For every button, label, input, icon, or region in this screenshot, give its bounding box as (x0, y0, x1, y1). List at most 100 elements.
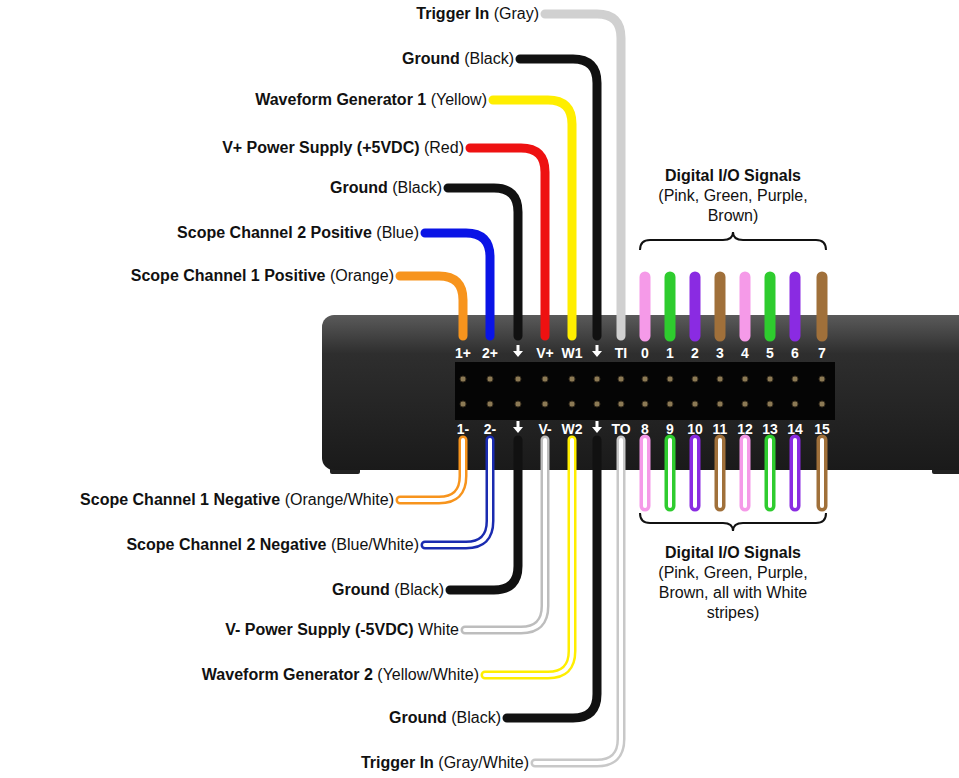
pin-hole (717, 376, 723, 382)
pin-hole (792, 401, 798, 407)
signal-name: Scope Channel 1 Positive (131, 267, 326, 284)
digital-wire (740, 440, 751, 506)
pin-label: 12 (730, 421, 760, 437)
pin-header (455, 362, 835, 420)
signal-name: Trigger In (361, 754, 434, 771)
pin-hole (569, 401, 575, 407)
wire-stripe (400, 440, 463, 500)
wire-label: Ground(Black) (330, 178, 442, 198)
wire-stripe (425, 440, 490, 545)
digital-wire (715, 277, 726, 336)
digital-io-caption: Digital I/O Signals(Pink, Green, Purple,… (638, 543, 828, 623)
digital-wire (740, 277, 751, 336)
wire (535, 440, 621, 763)
signal-name: V- Power Supply (-5VDC) (225, 621, 413, 638)
pin-label: V- (530, 421, 560, 437)
group-colors: (Pink, Green, Purple, Brown) (638, 186, 828, 226)
wires (400, 14, 822, 763)
wire-label: Trigger In(Gray) (416, 4, 539, 24)
wire (400, 276, 463, 336)
pin-label: W1 (557, 345, 587, 361)
pin-label: 0 (630, 345, 660, 361)
pin-label: 9 (655, 421, 685, 437)
digital-wire (640, 277, 651, 336)
wire-label: Waveform Generator 2(Yellow/White) (202, 665, 479, 685)
pin-hole (819, 401, 825, 407)
pin-label: 6 (780, 345, 810, 361)
signal-name: Scope Channel 2 Positive (177, 224, 372, 241)
digital-wire (790, 440, 801, 506)
pin-hole (642, 401, 648, 407)
wire-color: (Blue/White) (331, 536, 419, 553)
wire-label: Ground(Black) (389, 708, 501, 728)
wire-label: Scope Channel 1 Negative(Orange/White) (80, 490, 394, 510)
pin-hole (819, 376, 825, 382)
digital-wire (715, 440, 726, 506)
wire-color: (Yellow/White) (377, 666, 479, 683)
signal-name: Ground (402, 50, 460, 67)
pin-label: 1 (655, 345, 685, 361)
pin-hole (618, 401, 624, 407)
pin-hole (618, 376, 624, 382)
digital-wire (665, 440, 676, 506)
pin-hole (594, 401, 600, 407)
digital-wire (765, 440, 776, 506)
wire-color: White (418, 621, 459, 638)
pin-hole (487, 376, 493, 382)
ground-symbols (513, 345, 602, 433)
digital-wire (817, 440, 828, 506)
pin-label: 3 (705, 345, 735, 361)
wire-color: (Black) (394, 581, 444, 598)
pin-label: 1+ (448, 345, 478, 361)
pin-hole (515, 376, 521, 382)
wire-color: (Black) (464, 50, 514, 67)
wire (465, 440, 545, 630)
wire (493, 100, 572, 336)
pin-label: 15 (807, 421, 837, 437)
digital-wire-stripe (693, 440, 697, 506)
pin-hole (460, 376, 466, 382)
pin-label: 5 (755, 345, 785, 361)
pin-label: 2+ (475, 345, 505, 361)
pin-label: 2 (680, 345, 710, 361)
wire (507, 440, 597, 718)
wire-color: (Red) (424, 139, 464, 156)
wire-label: V+ Power Supply (+5VDC)(Red) (222, 138, 464, 158)
pin-label: TO (606, 421, 636, 437)
signal-name: Waveform Generator 1 (255, 91, 426, 108)
digital-wire-stripe (793, 440, 797, 506)
wire-stripe (465, 440, 545, 630)
pin-label: 14 (780, 421, 810, 437)
pin-hole (667, 376, 673, 382)
wire-stripe (485, 440, 572, 675)
ground-symbol (592, 421, 602, 433)
wire-color: (Blue) (376, 224, 419, 241)
wire-color: (Orange) (330, 267, 394, 284)
digital-wire (765, 277, 776, 336)
wire-color: (Gray/White) (438, 754, 529, 771)
wire-label: Scope Channel 2 Positive(Blue) (177, 223, 419, 243)
group-colors: (Pink, Green, Purple, Brown, all with Wh… (638, 563, 828, 623)
wire-label: Scope Channel 1 Positive(Orange) (131, 266, 394, 286)
pin-hole (594, 376, 600, 382)
digital-wire-stripe (718, 440, 722, 506)
wire-label: Ground(Black) (332, 580, 444, 600)
signal-name: Ground (389, 709, 447, 726)
pin-hole (742, 376, 748, 382)
wire-stripe (535, 440, 621, 763)
digital-wire (690, 277, 701, 336)
wire-label: Ground(Black) (402, 49, 514, 69)
pin-hole (487, 401, 493, 407)
ground-symbol (513, 345, 523, 357)
wire (425, 440, 490, 545)
pin-label: TI (606, 345, 636, 361)
wire-label: Scope Channel 2 Negative(Blue/White) (126, 535, 419, 555)
digital-wire (817, 277, 828, 336)
wire-color: (Orange/White) (285, 491, 394, 508)
pin-hole (542, 401, 548, 407)
wire-label: Trigger In(Gray/White) (361, 753, 529, 773)
signal-name: Waveform Generator 2 (202, 666, 373, 683)
pin-hole (717, 401, 723, 407)
pin-label: 2- (475, 421, 505, 437)
pin-hole (542, 376, 548, 382)
